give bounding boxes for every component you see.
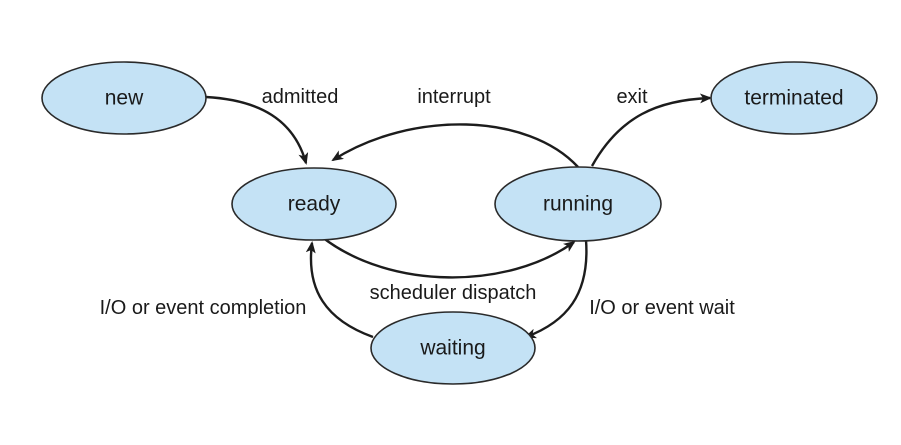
state-waiting-label: waiting (419, 337, 485, 360)
state-new-label: new (105, 87, 144, 110)
transition-admitted-arrow (205, 95, 309, 165)
state-ready: ready (231, 167, 397, 241)
transition-io-event-completion-label: I/O or event completion (100, 297, 307, 319)
transition-interrupt-arrow (331, 123, 579, 168)
transition-exit-arrow (590, 93, 712, 167)
transition-io-event-wait-arrow (524, 239, 588, 339)
state-terminated: terminated (710, 61, 878, 135)
transition-exit-label: exit (616, 86, 648, 108)
state-terminated-shape (710, 61, 878, 135)
state-ready-shape (231, 167, 397, 241)
transition-io-event-completion-arrow (305, 241, 374, 339)
transition-scheduler-dispatch-arrow (321, 236, 576, 279)
state-running-shape (494, 166, 662, 242)
state-waiting-shape (370, 311, 536, 385)
transition-io-event-wait-label: I/O or event wait (589, 297, 735, 319)
state-new: new (41, 61, 207, 135)
state-ready-label: ready (288, 193, 341, 216)
state-running-label: running (543, 193, 613, 216)
state-waiting: waiting (370, 311, 536, 385)
state-new-shape (41, 61, 207, 135)
transition-interrupt-label: interrupt (417, 86, 491, 108)
transition-scheduler-dispatch-label: scheduler dispatch (370, 282, 537, 304)
state-terminated-label: terminated (744, 87, 843, 110)
state-running: running (494, 166, 662, 242)
transition-admitted-label: admitted (262, 86, 339, 108)
